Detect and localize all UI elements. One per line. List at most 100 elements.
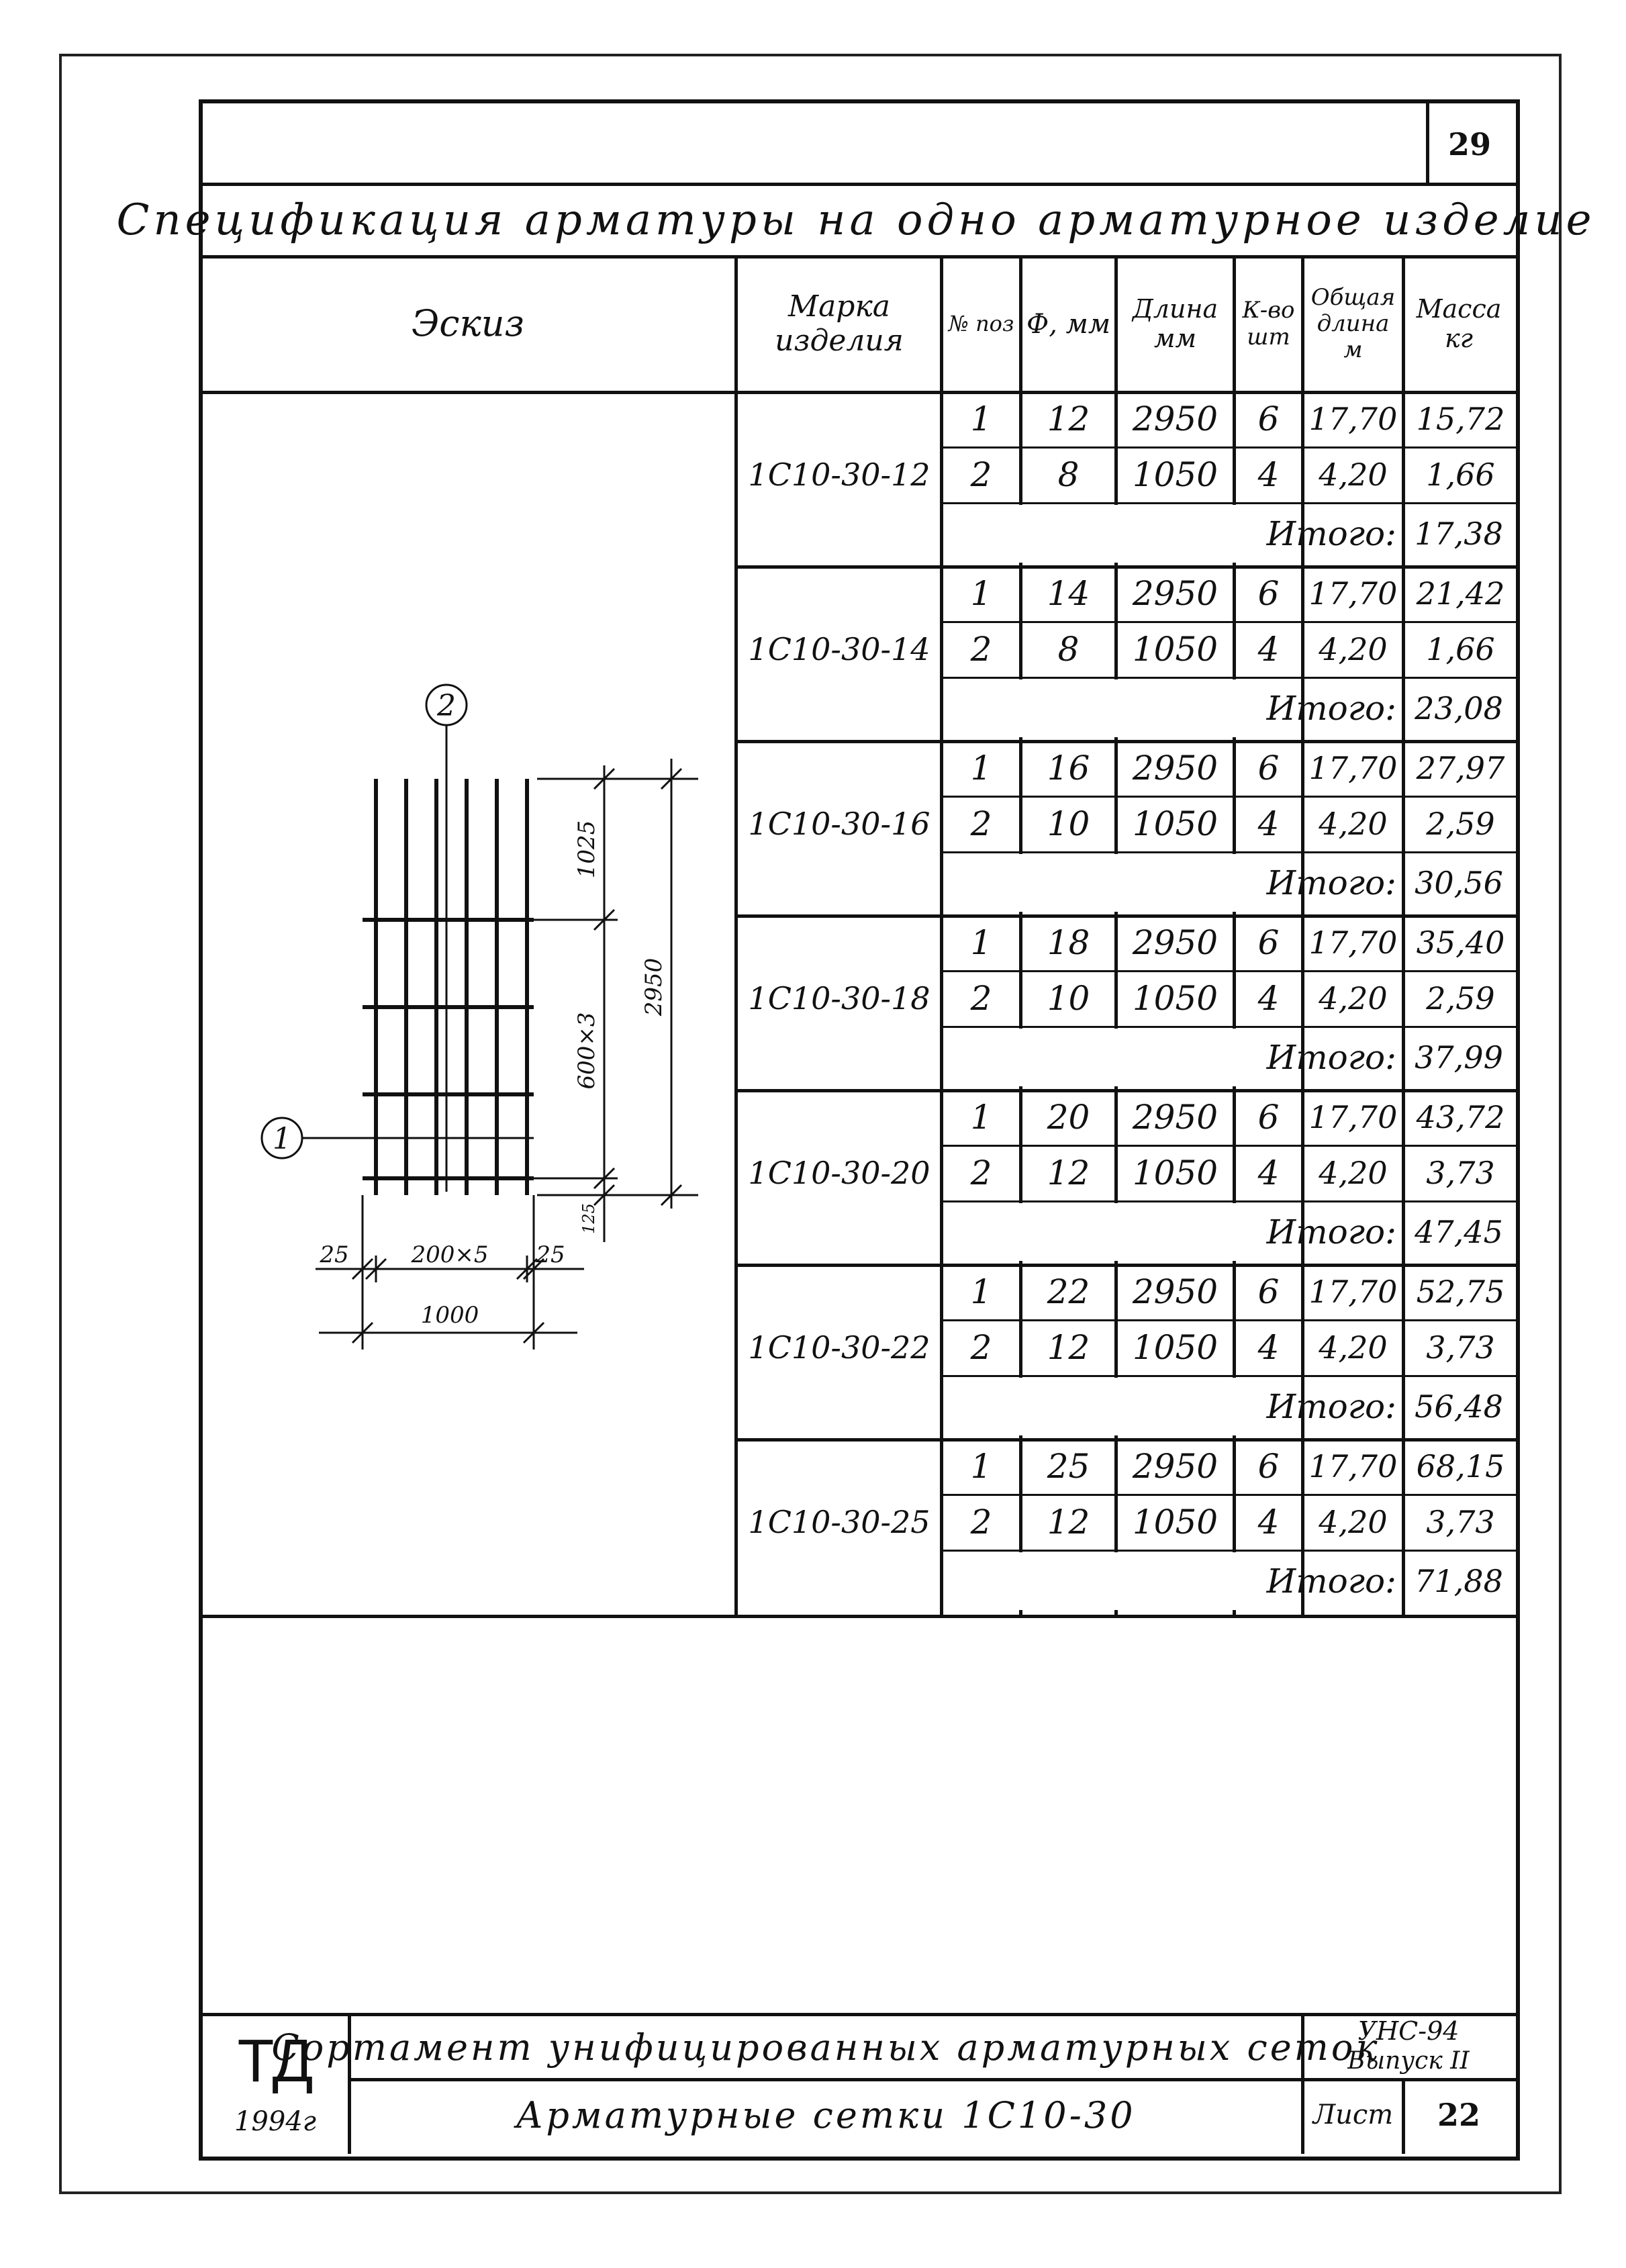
table-cell: 1 <box>970 1272 992 1311</box>
table-cell: 10 <box>1047 804 1090 843</box>
total-label: Итого: <box>1266 1212 1396 1251</box>
table-cell: 25 <box>1047 1446 1090 1486</box>
total-label: Итого: <box>1266 1561 1396 1601</box>
table-cell: 1 <box>970 399 992 438</box>
table-cell: 68,15 <box>1416 1448 1505 1484</box>
table-cell: 12 <box>1047 399 1090 438</box>
table-cell: 1050 <box>1132 1327 1218 1367</box>
table-cell: 10 <box>1047 978 1090 1018</box>
header-diam: Ф, мм <box>1026 308 1110 340</box>
table-cell: 2950 <box>1132 1446 1218 1486</box>
table-cell: 2 <box>970 978 992 1018</box>
total-label: Итого: <box>1266 1386 1396 1426</box>
sheet-label: Лист <box>1312 2099 1394 2130</box>
table-cell: 15,72 <box>1416 400 1505 437</box>
table-cell: 17,70 <box>1308 400 1398 437</box>
table-cell: 2950 <box>1132 923 1218 962</box>
table-cell: 4,20 <box>1319 1503 1388 1540</box>
table-cell: 35,40 <box>1416 924 1505 961</box>
doc-code: УНС-94 <box>1357 2016 1460 2046</box>
table-cell: 4,20 <box>1319 1154 1388 1191</box>
table-cell: 2950 <box>1132 1272 1218 1311</box>
drawing-frame <box>199 99 1520 2161</box>
total-label: Итого: <box>1266 1037 1396 1077</box>
table-cell: 6 <box>1257 1446 1280 1486</box>
table-cell: 4,20 <box>1319 805 1388 842</box>
dim-total: 2950 <box>640 958 667 1017</box>
table-cell: 1050 <box>1132 455 1218 494</box>
table-cell: 2 <box>970 804 992 843</box>
table-cell: 2 <box>970 1327 992 1367</box>
table-cell: 12 <box>1047 1153 1090 1192</box>
table-cell: 3,73 <box>1426 1154 1495 1191</box>
header-mass: Масса кг <box>1416 293 1502 353</box>
table-cell: 3,73 <box>1426 1329 1495 1366</box>
total-value: 17,38 <box>1415 515 1503 552</box>
table-cell: 1 <box>970 573 992 613</box>
spec-title: Спецификация арматуры на одно арматурное… <box>116 195 1596 245</box>
table-cell: 14 <box>1047 573 1090 613</box>
table-cell: 1050 <box>1132 1153 1218 1192</box>
table-cell: 6 <box>1257 923 1280 962</box>
table-cell: 4 <box>1257 804 1280 843</box>
table-cell: 22 <box>1047 1272 1090 1311</box>
table-cell: 2 <box>970 629 992 669</box>
table-cell: 18 <box>1047 923 1090 962</box>
total-label: Итого: <box>1266 514 1396 553</box>
logo-td: ТД <box>237 2027 314 2095</box>
product-mark: 1С10-30-20 <box>748 1154 930 1191</box>
table-cell: 1,66 <box>1426 456 1495 493</box>
title-block-line1: Сортамент унифицированных арматурных сет… <box>271 2026 1380 2069</box>
table-cell: 27,97 <box>1416 749 1505 786</box>
header-total-length: Общая длина м <box>1310 283 1396 364</box>
table-cell: 17,70 <box>1308 1098 1398 1135</box>
table-cell: 1 <box>970 1446 992 1486</box>
header-sketch: Эскиз <box>411 302 525 345</box>
table-cell: 2950 <box>1132 573 1218 613</box>
table-cell: 4 <box>1257 978 1280 1018</box>
product-mark: 1С10-30-14 <box>748 630 930 667</box>
product-mark: 1С10-30-12 <box>748 456 930 493</box>
table-cell: 6 <box>1257 1272 1280 1311</box>
table-cell: 4 <box>1257 1327 1280 1367</box>
table-cell: 6 <box>1257 748 1280 788</box>
year: 1994г <box>234 2106 316 2137</box>
page-number: 29 <box>1447 126 1491 162</box>
table-cell: 4 <box>1257 1153 1280 1192</box>
table-cell: 4,20 <box>1319 1329 1388 1366</box>
table-cell: 21,42 <box>1416 575 1505 612</box>
table-cell: 17,70 <box>1308 575 1398 612</box>
table-cell: 2,59 <box>1426 980 1495 1017</box>
dim-bottom: 125 <box>579 1203 598 1234</box>
table-cell: 2950 <box>1132 399 1218 438</box>
dim-mid: 600×3 <box>573 1012 600 1089</box>
table-cell: 17,70 <box>1308 749 1398 786</box>
table-cell: 16 <box>1047 748 1090 788</box>
table-cell: 2950 <box>1132 748 1218 788</box>
table-cell: 43,72 <box>1416 1098 1505 1135</box>
total-value: 23,08 <box>1415 690 1503 726</box>
product-mark: 1С10-30-25 <box>748 1503 930 1540</box>
dim-top: 1025 <box>573 820 600 879</box>
rebar-mesh-sketch: 2 1 1025 600×3 2950 125 25 200×5 25 1000 <box>260 683 698 1350</box>
table-cell: 17,70 <box>1308 924 1398 961</box>
table-cell: 4 <box>1257 1502 1280 1542</box>
dim-right: 25 <box>535 1241 565 1268</box>
table-cell: 2 <box>970 455 992 494</box>
total-value: 71,88 <box>1415 1562 1503 1599</box>
total-label: Итого: <box>1266 688 1396 728</box>
table-cell: 1 <box>970 923 992 962</box>
callout-2-label: 2 <box>436 689 456 723</box>
table-cell: 12 <box>1047 1327 1090 1367</box>
table-cell: 52,75 <box>1416 1273 1505 1310</box>
total-value: 37,99 <box>1415 1039 1503 1076</box>
table-cell: 3,73 <box>1426 1503 1495 1540</box>
header-qty: К-во шт <box>1242 297 1295 350</box>
table-cell: 1,66 <box>1426 630 1495 667</box>
table-cell: 12 <box>1047 1502 1090 1542</box>
table-cell: 2950 <box>1132 1097 1218 1137</box>
table-cell: 2 <box>970 1502 992 1542</box>
callout-1-label: 1 <box>273 1122 291 1156</box>
table-cell: 4,20 <box>1319 980 1388 1017</box>
table-cell: 1 <box>970 748 992 788</box>
